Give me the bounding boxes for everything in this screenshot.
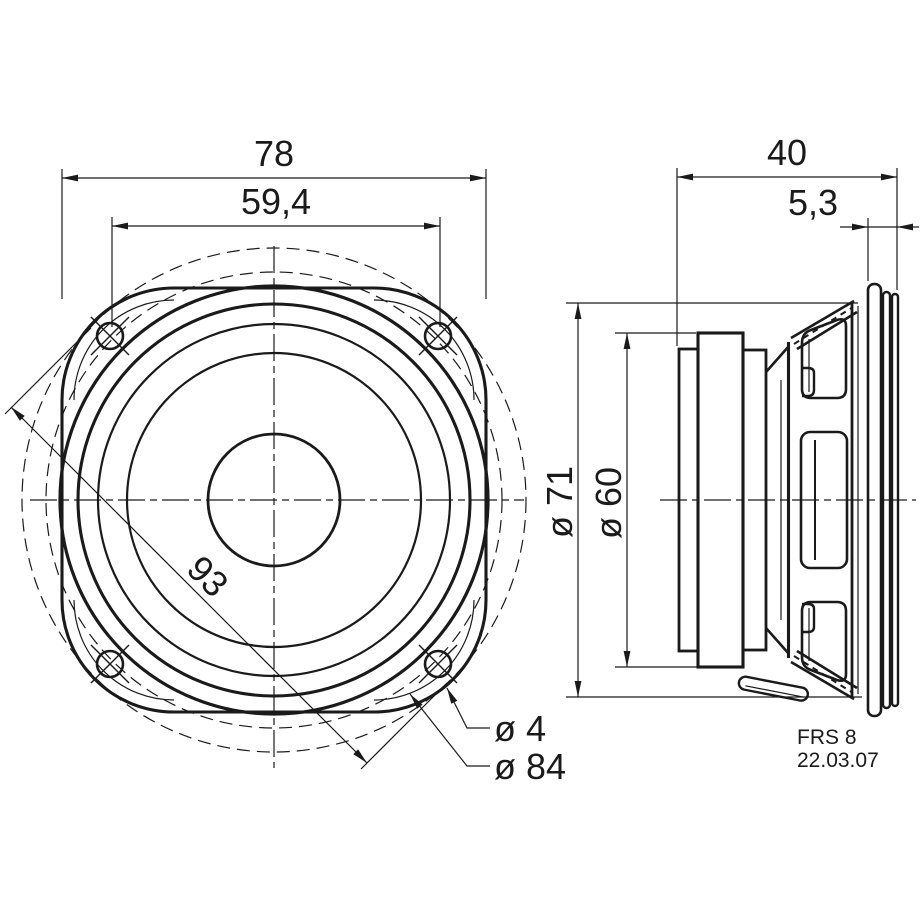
dimension-flange-depth: 5,3 — [788, 182, 919, 281]
arrowhead — [470, 174, 486, 182]
extension-line — [4, 327, 92, 415]
front-plate — [741, 348, 768, 652]
dimension-hole-spacing: 59,4 — [111, 181, 441, 327]
arrowhead — [852, 223, 868, 231]
arrowhead — [443, 686, 458, 704]
dim-label-outer-diameter: ø 71 — [539, 466, 580, 538]
dim-label-flange-depth: 5,3 — [788, 182, 838, 223]
cone-through-window-lower — [802, 602, 816, 634]
arrowhead — [881, 173, 897, 181]
cone-through-window-upper — [802, 366, 816, 398]
arrowhead — [897, 223, 913, 231]
leader-line — [409, 693, 490, 767]
mounting-flange — [866, 282, 883, 718]
leader-hole-diameter: ø 4 — [443, 686, 546, 749]
title-block: FRS 8 22.03.07 — [797, 726, 879, 772]
dim-label-hole-diameter: ø 4 — [494, 708, 546, 749]
dim-label-magnet-diameter: ø 60 — [588, 467, 629, 539]
dimension-overall-width: 78 — [61, 133, 487, 299]
arrowhead — [623, 651, 631, 667]
terminal-lug — [737, 675, 810, 702]
arrowhead — [574, 681, 582, 697]
cone-edge-top-inner — [796, 310, 858, 351]
leader-line — [446, 687, 490, 729]
cone-edge-top-outer — [790, 299, 855, 340]
leader-bolt-circle: ø 84 — [407, 691, 566, 787]
dimension-diagonal: 93 — [4, 327, 448, 770]
arrowhead — [353, 749, 370, 766]
cone-edge-bottom-inner — [796, 649, 858, 690]
dim-label-overall-width: 78 — [254, 133, 294, 174]
basket-neck-bottom — [765, 627, 790, 655]
dim-label-depth: 40 — [767, 132, 807, 173]
side-view: 40 5,3 ø 71 ø 60 — [539, 132, 919, 718]
arrowhead — [112, 222, 128, 230]
mounting-hole — [418, 644, 458, 684]
terminal-outline — [737, 675, 810, 702]
terminal-inner-line — [745, 685, 804, 698]
arrowhead — [623, 333, 631, 349]
cone-edge-bottom-outer — [790, 660, 855, 701]
dimension-line — [10, 406, 368, 764]
arrowhead — [62, 174, 78, 182]
dim-label-hole-spacing: 59,4 — [241, 181, 311, 222]
extension-line — [360, 682, 448, 770]
mounting-hole — [90, 316, 130, 356]
basket-neck-top — [765, 345, 790, 373]
dim-label-diagonal: 93 — [179, 548, 236, 605]
model-label: FRS 8 — [797, 726, 857, 749]
front-gasket-face — [890, 292, 900, 708]
arrowhead — [574, 303, 582, 319]
dimension-outer-diameter: ø 71 — [539, 302, 862, 698]
dim-label-bolt-circle: ø 84 — [494, 746, 566, 787]
dimension-magnet-diameter: ø 60 — [588, 332, 697, 668]
basket-window-middle — [799, 430, 849, 570]
basket-window-lower — [800, 600, 848, 683]
front-view: 78 59,4 93 ø 4 — [4, 133, 566, 787]
arrowhead — [8, 404, 25, 421]
gasket-ring — [881, 290, 892, 710]
arrowhead — [677, 173, 693, 181]
date-label: 22.03.07 — [797, 749, 879, 772]
arrowhead — [424, 222, 440, 230]
dimension-depth: 40 — [676, 132, 898, 346]
mounting-hole — [90, 644, 130, 684]
mounting-hole — [418, 316, 458, 356]
